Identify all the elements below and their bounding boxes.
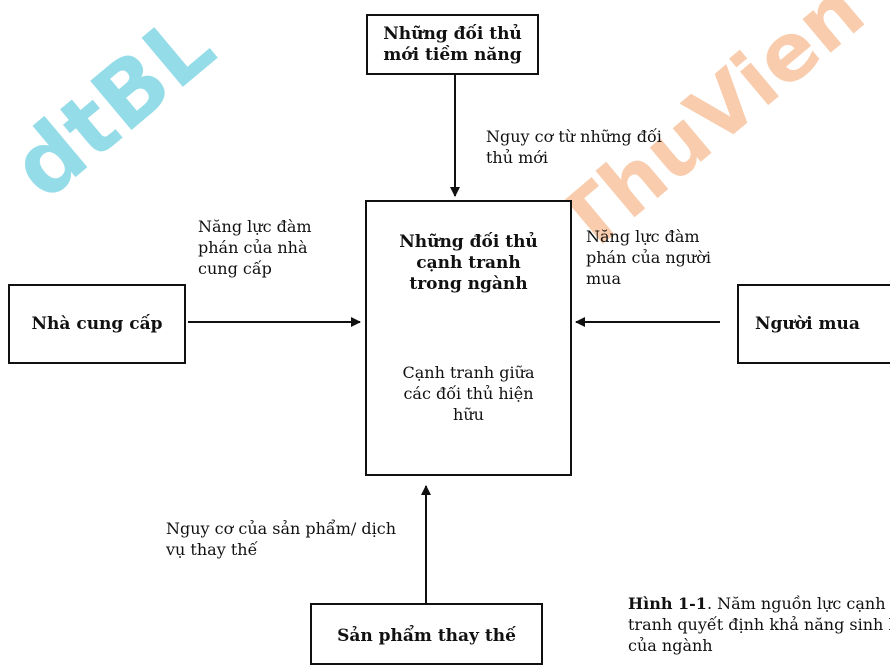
label-threat-new: Nguy cơ từ những đối thủ mới	[486, 127, 662, 167]
label-supplier-power: Năng lực đàm phán của nhà cung cấp	[198, 217, 312, 278]
label-buyer-power: Năng lực đàm phán của người mua	[586, 227, 711, 288]
box-industry-competitors: Những đối thủ cạnh tranh trong ngành Cạn…	[365, 200, 572, 476]
industry-competitors-title: Những đối thủ cạnh tranh trong ngành	[399, 232, 538, 294]
rivalry-text: Cạnh tranh giữa các đối thủ hiện hữu	[402, 363, 535, 424]
suppliers-label: Nhà cung cấp	[31, 313, 163, 334]
substitutes-label: Sản phẩm thay thế	[337, 626, 516, 646]
label-threat-substitutes: Nguy cơ của sản phẩm/ dịch vụ thay thế	[166, 519, 397, 559]
box-buyers: Người mua	[737, 284, 890, 364]
box-suppliers: Nhà cung cấp	[8, 284, 186, 364]
new-entrants-label: Những đối thủ mới tiềm năng	[383, 23, 522, 65]
figure-caption: Hình 1-1. Năm nguồn lực cạnh tranh quyết…	[628, 593, 890, 656]
caption-text: . Năm nguồn lực cạnh tranh quyết định kh…	[628, 594, 890, 655]
box-substitutes: Sản phẩm thay thế	[310, 603, 543, 665]
caption-prefix: Hình 1-1	[628, 594, 707, 613]
box-new-entrants: Những đối thủ mới tiềm năng	[366, 14, 539, 75]
buyers-label: Người mua	[755, 313, 860, 334]
